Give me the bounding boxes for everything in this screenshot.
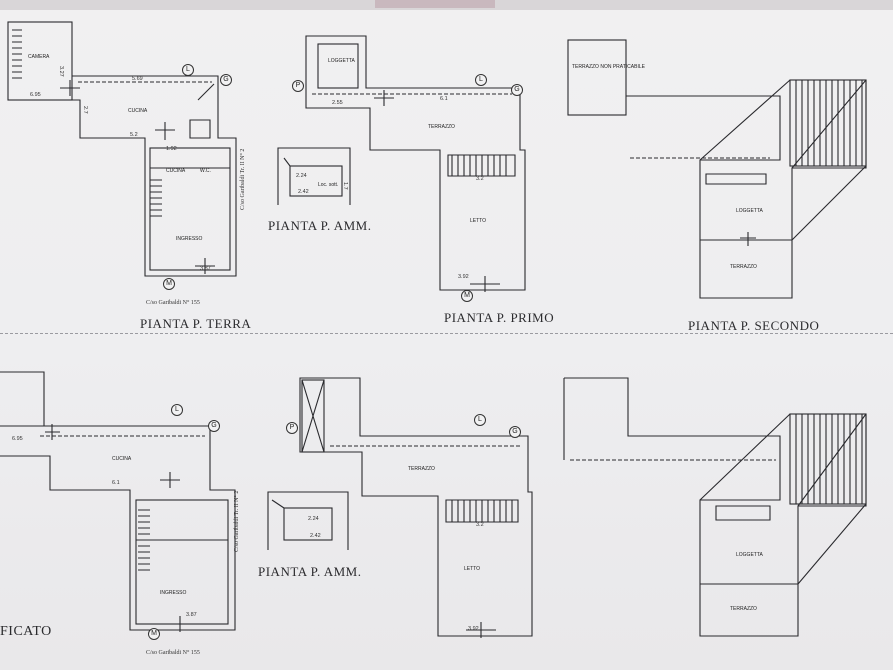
paper-top-edge	[0, 0, 893, 10]
plan-terra-top	[7, 21, 237, 277]
marker-m-terra-bottom: M	[148, 628, 160, 640]
street-label-side-top: C/so Garibaldi Tr. II N° 2	[240, 148, 246, 210]
svg-text:3.92: 3.92	[458, 274, 469, 280]
marker-l-primo: L	[475, 74, 487, 86]
marker-l-terra-bottom: L	[171, 404, 183, 416]
street-label-bottom-bottom: C/so Garibaldi N° 155	[146, 650, 200, 656]
dimension-labels: 3.27 6.95 5.69 2.7 5.2 1.92 3.87 2.24 2.…	[12, 66, 484, 632]
svg-text:2.7: 2.7	[82, 106, 88, 114]
marker-m-terra: M	[163, 278, 175, 290]
svg-text:CUCINA: CUCINA	[112, 456, 132, 462]
svg-text:TERRAZZO: TERRAZZO	[730, 264, 757, 270]
svg-text:CUCINA: CUCINA	[166, 168, 186, 174]
street-label-bottom-top: C/so Garibaldi N° 155	[146, 300, 200, 306]
svg-text:LOGGETTA: LOGGETTA	[736, 208, 764, 214]
svg-text:TERRAZZO: TERRAZZO	[408, 466, 435, 472]
marker-g-primo: G	[511, 84, 523, 96]
svg-text:CAMERA: CAMERA	[28, 54, 50, 60]
svg-text:1.7: 1.7	[342, 182, 348, 190]
svg-text:TERRAZZO: TERRAZZO	[730, 606, 757, 612]
marker-g-terra-bottom: G	[208, 420, 220, 432]
marker-l-primo-bottom: L	[474, 414, 486, 426]
svg-text:2.42: 2.42	[298, 189, 309, 195]
svg-text:LETTO: LETTO	[470, 218, 486, 224]
svg-text:CUCINA: CUCINA	[128, 108, 148, 114]
marker-m-primo: M	[461, 290, 473, 302]
plan-terra-bottom	[0, 371, 236, 632]
marker-p-primo: P	[292, 80, 304, 92]
svg-text:6.95: 6.95	[12, 436, 23, 442]
plan-amm-bottom	[267, 491, 349, 550]
svg-text:LOGGETTA: LOGGETTA	[328, 58, 356, 64]
svg-text:3.87: 3.87	[200, 266, 211, 272]
plan-primo-bottom	[299, 377, 533, 638]
svg-text:TERRAZZO NON PRATICABILE: TERRAZZO NON PRATICABILE	[572, 64, 646, 70]
svg-text:W.C.: W.C.	[200, 168, 211, 174]
svg-text:5.69: 5.69	[132, 76, 143, 82]
title-pianta-terra: PIANTA P. TERRA	[140, 316, 252, 331]
svg-text:2.24: 2.24	[308, 516, 319, 522]
title-pianta-amm: PIANTA P. AMM.	[268, 218, 372, 233]
marker-g-terra: G	[220, 74, 232, 86]
svg-text:5.2: 5.2	[130, 132, 138, 138]
svg-text:2.42: 2.42	[310, 533, 321, 539]
marker-l-terra: L	[182, 64, 194, 76]
svg-text:6.1: 6.1	[440, 96, 448, 102]
svg-text:LOGGETTA: LOGGETTA	[736, 552, 764, 558]
svg-text:6.1: 6.1	[112, 480, 120, 486]
title-partial-left: FICATO	[0, 624, 52, 639]
marker-p-primo-bottom: P	[286, 422, 298, 434]
plan-secondo-bottom	[563, 377, 867, 637]
svg-text:1.92: 1.92	[166, 146, 177, 152]
svg-text:TERRAZZO: TERRAZZO	[428, 124, 455, 130]
plan-primo-top	[305, 35, 526, 292]
svg-text:3.2: 3.2	[476, 176, 484, 182]
plan-amm-top	[277, 147, 351, 205]
svg-text:2.24: 2.24	[296, 173, 307, 179]
svg-text:LETTO: LETTO	[464, 566, 480, 572]
svg-text:3.2: 3.2	[476, 522, 484, 528]
svg-text:3.92: 3.92	[468, 626, 479, 632]
street-label-side-bottom: C/so Garibaldi Tr. II N° 2	[234, 490, 240, 552]
paper-tab	[375, 0, 495, 8]
title-pianta-secondo: PIANTA P. SECONDO	[688, 318, 820, 333]
title-pianta-amm-bottom: PIANTA P. AMM.	[258, 564, 362, 579]
marker-g-primo-bottom: G	[509, 426, 521, 438]
room-labels: CAMERA CUCINA CUCINA W.C. INGRESSO LOGGE…	[28, 54, 764, 612]
plan-secondo-top	[567, 39, 867, 299]
svg-text:6.95: 6.95	[30, 92, 41, 98]
svg-text:INGRESSO: INGRESSO	[176, 236, 203, 242]
svg-text:Loc. sott.: Loc. sott.	[318, 182, 338, 188]
page-fold-line	[0, 333, 893, 334]
svg-text:3.87: 3.87	[186, 612, 197, 618]
svg-text:INGRESSO: INGRESSO	[160, 590, 187, 596]
title-pianta-primo: PIANTA P. PRIMO	[444, 310, 555, 325]
svg-text:3.27: 3.27	[58, 66, 64, 77]
svg-text:2.55: 2.55	[332, 100, 343, 106]
